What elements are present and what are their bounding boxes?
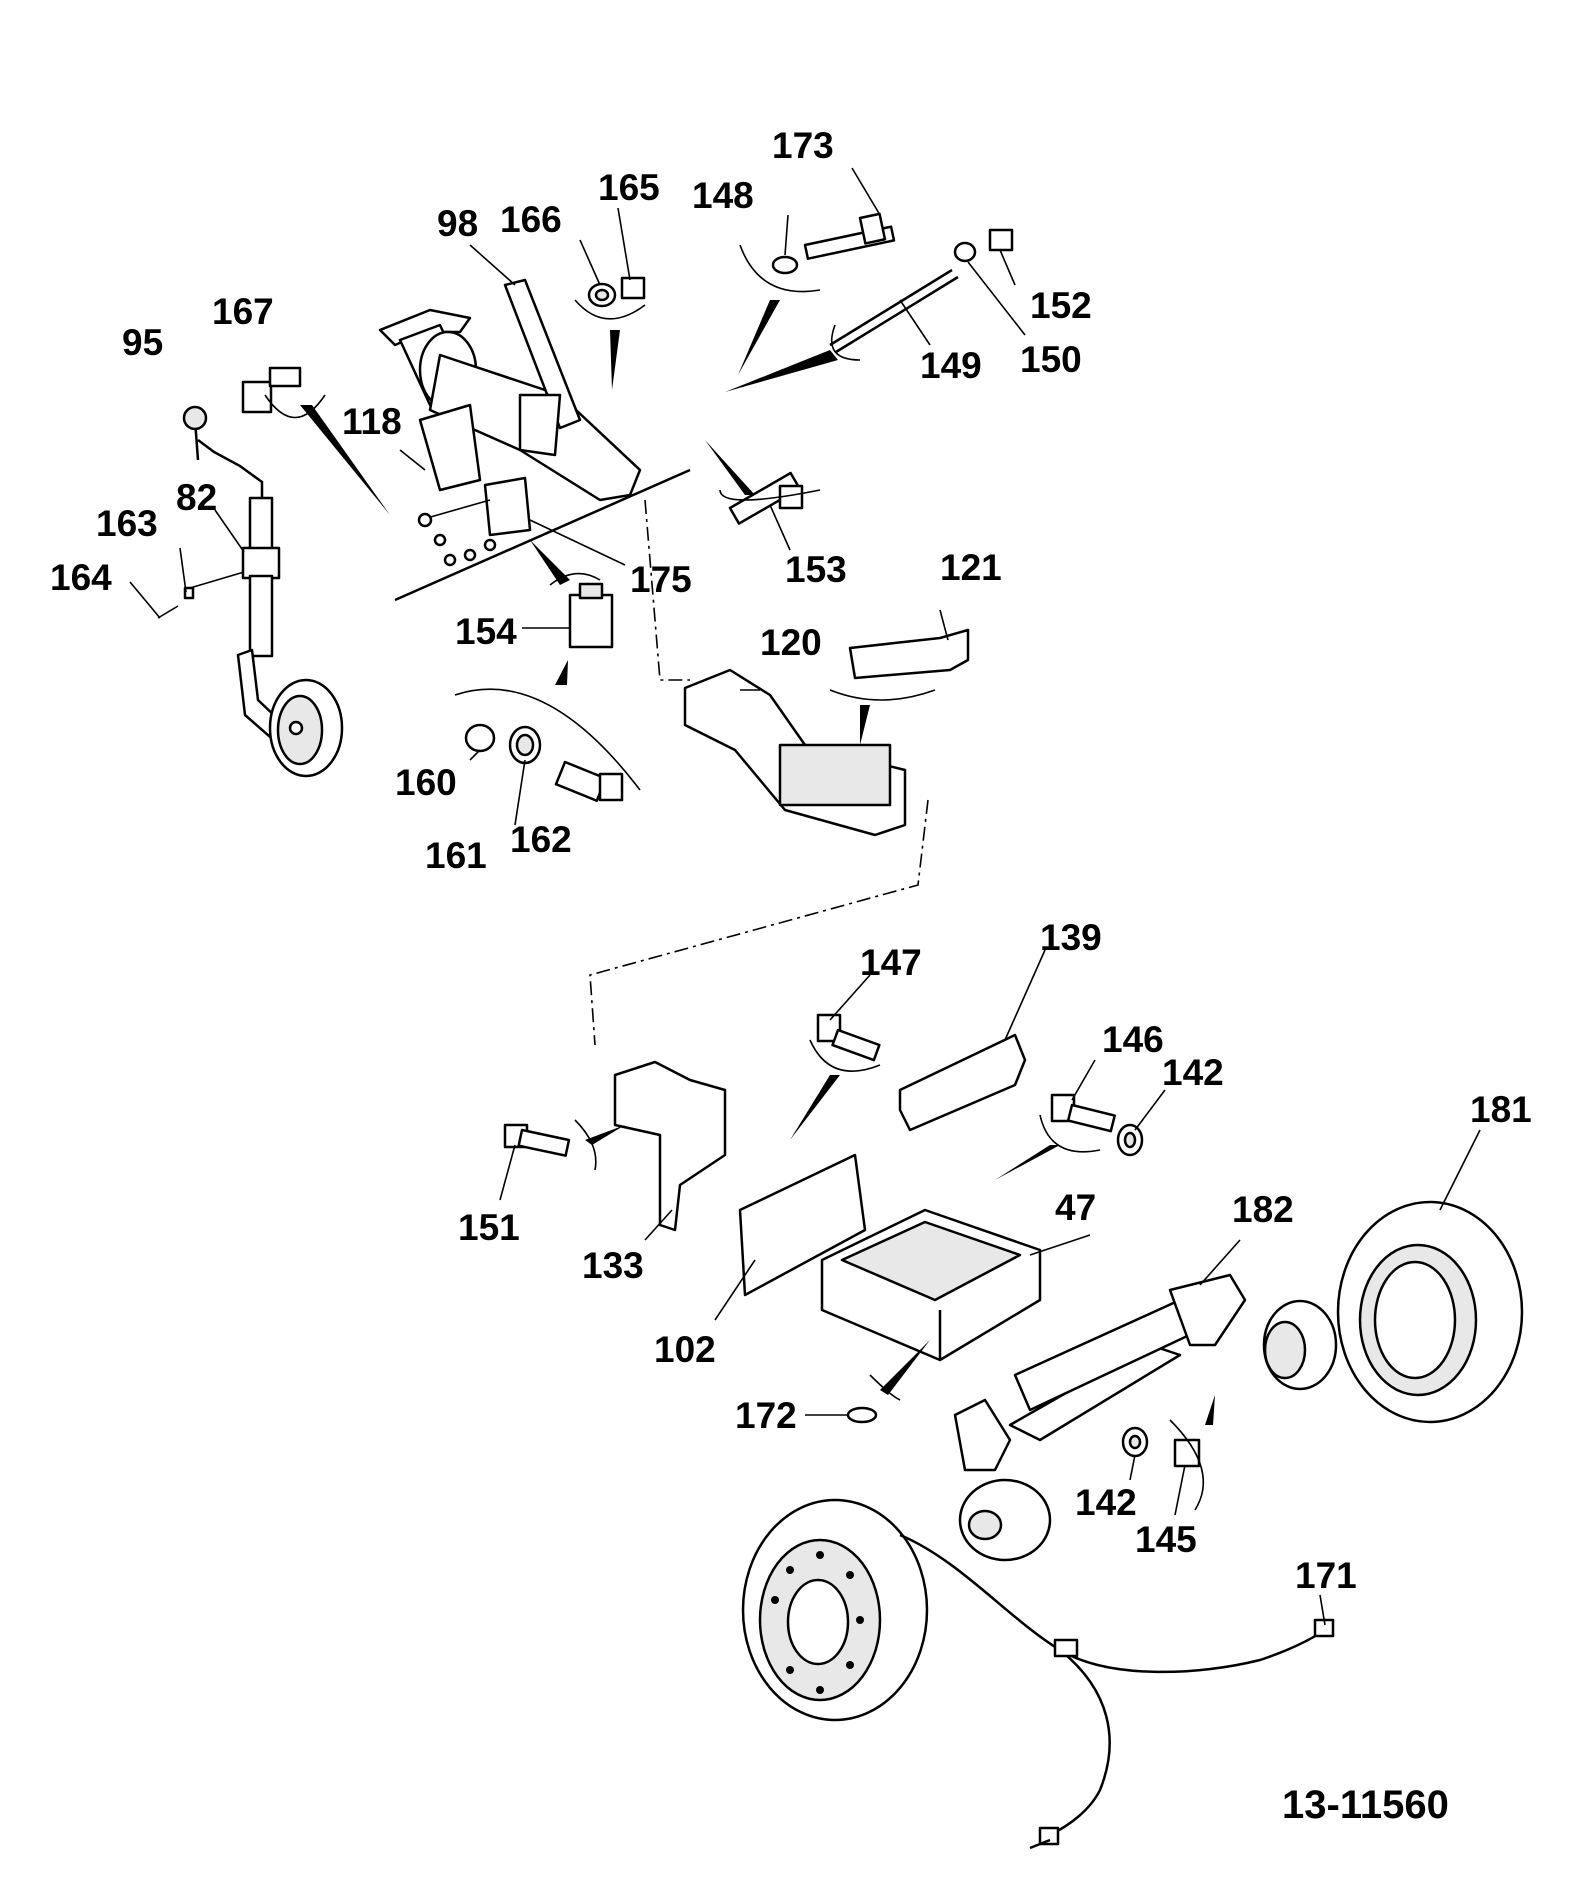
callout-139: 139 xyxy=(1040,917,1102,958)
pin-149 xyxy=(829,228,1014,354)
callout-182: 182 xyxy=(1232,1189,1294,1230)
callout-165: 165 xyxy=(598,167,660,208)
callout-labels: 173 148 165 166 98 167 95 152 150 149 11… xyxy=(50,125,1532,1596)
bolt-173 xyxy=(771,212,896,275)
callout-172: 172 xyxy=(735,1395,797,1436)
callout-154: 154 xyxy=(455,611,517,652)
callout-162: 162 xyxy=(510,819,572,860)
assembly-leader xyxy=(644,499,690,681)
callout-164: 164 xyxy=(50,557,112,598)
callout-82: 82 xyxy=(176,477,217,518)
callout-120: 120 xyxy=(760,622,822,663)
nut-165 xyxy=(620,276,646,300)
callout-47: 47 xyxy=(1055,1187,1096,1228)
bracket-133 xyxy=(613,1060,727,1232)
callout-151: 151 xyxy=(458,1207,520,1248)
callout-95: 95 xyxy=(122,322,163,363)
callout-142-lower: 142 xyxy=(1075,1482,1137,1523)
drawbar-tube-120 xyxy=(683,668,907,837)
wheel-lower xyxy=(741,1498,929,1722)
callout-98: 98 xyxy=(437,203,478,244)
callout-147: 147 xyxy=(860,942,922,983)
bolt-146 xyxy=(1050,1093,1116,1133)
wheel-181 xyxy=(1336,1200,1524,1424)
callout-149: 149 xyxy=(920,345,982,386)
callout-153: 153 xyxy=(785,549,847,590)
drawing-number: 13-11560 xyxy=(1282,1783,1449,1827)
axle-182 xyxy=(953,1273,1338,1562)
box-frame-47 xyxy=(820,1208,1042,1362)
washer-172 xyxy=(846,1406,878,1424)
callout-161: 161 xyxy=(425,835,487,876)
leader-lines xyxy=(129,167,1481,1626)
angle-139 xyxy=(898,1033,1027,1132)
clamp-154 xyxy=(568,582,614,649)
bracket-121 xyxy=(848,628,970,680)
callout-148: 148 xyxy=(692,175,754,216)
callout-152: 152 xyxy=(1030,285,1092,326)
fasteners-160-162 xyxy=(464,723,624,802)
plate-102 xyxy=(738,1153,867,1297)
callout-118: 118 xyxy=(342,401,402,442)
callout-145: 145 xyxy=(1135,1519,1197,1560)
callout-121: 121 xyxy=(940,547,1002,588)
callout-173: 173 xyxy=(772,125,834,166)
arc-callouts xyxy=(264,244,1215,1511)
hitch-assembly xyxy=(378,278,691,602)
jockey-wheel xyxy=(157,405,344,778)
callout-150: 150 xyxy=(1020,339,1082,380)
callout-142: 142 xyxy=(1162,1052,1224,1093)
callout-166: 166 xyxy=(500,199,562,240)
callout-102: 102 xyxy=(654,1329,716,1370)
callout-133: 133 xyxy=(582,1245,644,1286)
callout-163: 163 xyxy=(96,503,158,544)
callout-175: 175 xyxy=(630,559,692,600)
bolt-167 xyxy=(241,366,302,414)
cable-171 xyxy=(899,1533,1335,1850)
callout-146: 146 xyxy=(1102,1019,1164,1060)
bolt-151 xyxy=(503,1123,571,1157)
callout-181: 181 xyxy=(1470,1089,1532,1130)
callout-160: 160 xyxy=(395,762,457,803)
callout-167: 167 xyxy=(212,291,274,332)
callout-171: 171 xyxy=(1295,1555,1357,1596)
bolt-147 xyxy=(816,1013,881,1062)
